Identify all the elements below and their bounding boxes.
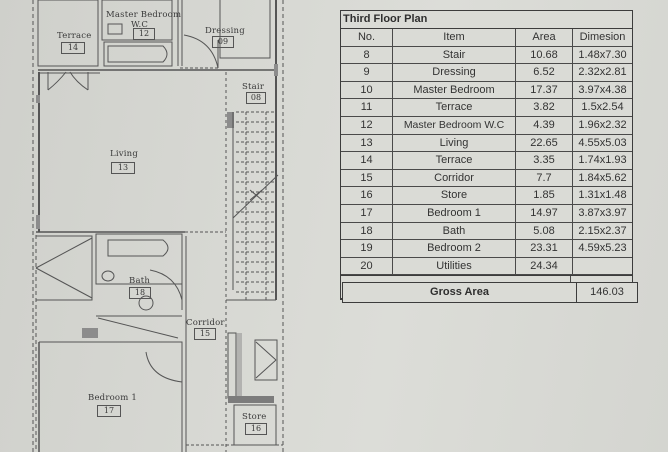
table-row: 12 Master Bedroom W.C 4.39 1.96x2.32 [341, 116, 632, 135]
room-number-18: 18 [129, 287, 151, 299]
room-label-bedroom-1: Bedroom 1 [88, 393, 137, 403]
room-label-corridor: Corridor [186, 318, 225, 328]
cell-no: 19 [341, 240, 393, 257]
cell-no: 11 [341, 99, 393, 116]
room-number-15: 15 [194, 328, 216, 340]
cell-dimension: 1.31x1.48 [578, 189, 627, 202]
gross-area-value: 146.03 [590, 286, 624, 298]
cell-area: 14.97 [516, 204, 573, 222]
table-row: 18 Bath 5.08 2.15x2.37 [341, 222, 632, 241]
floor-plan-drawing: Master Bedroom W.C 12 Terrace 14 Dressin… [0, 0, 300, 452]
cell-no: 20 [341, 257, 393, 275]
cell-dimension: 3.97x4.38 [578, 83, 627, 96]
room-label-stair: Stair [242, 82, 265, 92]
table-row: 19 Bedroom 2 23.31 4.59x5.23 [341, 240, 632, 258]
room-label-store: Store [242, 412, 267, 422]
cell-no: 10 [341, 81, 393, 99]
cell-area: 3.82 [516, 99, 573, 116]
header-no: No. [341, 29, 393, 46]
cell-dimension [573, 258, 632, 275]
header-dimension: Dimesion [579, 31, 626, 43]
cell-no: 15 [341, 169, 393, 187]
cell-area: 5.08 [516, 222, 573, 240]
table-row: 16 Store 1.85 1.31x1.48 [341, 187, 632, 205]
cell-no: 17 [341, 204, 393, 222]
room-number-14: 14 [61, 42, 85, 54]
gross-area-row: Gross Area 146.03 [342, 282, 638, 303]
room-number-13: 13 [111, 162, 135, 174]
room-number-08: 08 [246, 92, 266, 104]
floor-plan-lines [32, 0, 284, 452]
table-row: 15 Corridor 7.7 1.84x5.62 [341, 169, 632, 188]
table-row: 10 Master Bedroom 17.37 3.97x4.38 [341, 81, 632, 100]
room-label-master-wc-line2: W.C [131, 20, 149, 30]
cell-no: 9 [341, 64, 393, 81]
cell-item: Terrace [393, 152, 516, 169]
cell-dimension: 4.59x5.23 [578, 242, 627, 255]
cell-area: 4.39 [516, 116, 573, 134]
cell-item: Master Bedroom W.C [393, 116, 516, 134]
table-row: 11 Terrace 3.82 1.5x2.54 [341, 99, 632, 117]
cell-area: 23.31 [516, 240, 573, 257]
cell-dimension: 1.48x7.30 [578, 48, 627, 61]
header-item: Item [393, 29, 516, 46]
cell-area: 17.37 [516, 81, 573, 99]
cell-item: Bath [393, 222, 516, 240]
cell-no: 16 [341, 187, 393, 204]
table-row: 9 Dressing 6.52 2.32x2.81 [341, 64, 632, 82]
room-number-09: 09 [212, 36, 234, 48]
cell-area: 7.7 [516, 169, 573, 187]
cell-item: Living [393, 134, 516, 152]
cell-dimension: 2.15x2.37 [578, 224, 627, 237]
cell-dimension: 1.84x5.62 [578, 171, 627, 184]
cell-item: Bedroom 1 [393, 204, 516, 222]
room-number-16: 16 [245, 423, 267, 435]
cell-item: Bedroom 2 [393, 240, 516, 257]
cell-dimension: 1.96x2.32 [578, 118, 627, 131]
cell-no: 13 [341, 134, 393, 152]
cell-no: 12 [341, 116, 393, 134]
room-label-living: Living [110, 149, 138, 159]
table-row: 13 Living 22.65 4.55x5.03 [341, 134, 632, 153]
cell-item: Terrace [393, 99, 516, 116]
room-number-17: 17 [97, 405, 121, 417]
cell-area: 10.68 [516, 46, 573, 64]
cell-area: 22.65 [516, 134, 573, 152]
cell-no: 14 [341, 152, 393, 169]
cell-dimension: 1.74x1.93 [578, 154, 627, 167]
table-title: Third Floor Plan [341, 11, 632, 29]
cell-area: 24.34 [516, 257, 573, 275]
cell-dimension: 1.5x2.54 [581, 101, 624, 114]
cell-area: 1.85 [516, 187, 573, 204]
cell-item: Stair [393, 46, 516, 64]
room-label-terrace: Terrace [57, 31, 92, 41]
table-row: 8 Stair 10.68 1.48x7.30 [341, 46, 632, 65]
cell-item: Utilities [393, 257, 516, 275]
cell-item: Store [393, 187, 516, 204]
table-header-row: No. Item Area Dimesion [341, 29, 632, 47]
cell-dimension: 4.55x5.03 [578, 136, 627, 149]
cell-no: 8 [341, 46, 393, 64]
room-label-dressing: Dressing [205, 26, 245, 36]
cell-no: 18 [341, 222, 393, 240]
cell-item: Master Bedroom [393, 81, 516, 99]
cell-item: Corridor [393, 169, 516, 187]
cell-dimension: 2.32x2.81 [578, 66, 627, 79]
room-number-12: 12 [133, 28, 155, 40]
header-area: Area [516, 29, 573, 46]
room-label-master-wc: Master Bedroom [106, 10, 182, 20]
cell-area: 6.52 [516, 64, 573, 81]
area-schedule-table: Third Floor Plan No. Item Area Dimesion … [340, 10, 633, 301]
gross-area-label: Gross Area [343, 283, 577, 302]
table-row: 20 Utilities 24.34 [341, 257, 632, 276]
table-row: 14 Terrace 3.35 1.74x1.93 [341, 152, 632, 170]
room-label-bath: Bath [129, 276, 151, 286]
cell-item: Dressing [393, 64, 516, 81]
table-row: 17 Bedroom 1 14.97 3.87x3.97 [341, 204, 632, 223]
cell-area: 3.35 [516, 152, 573, 169]
cell-dimension: 3.87x3.97 [578, 206, 627, 219]
